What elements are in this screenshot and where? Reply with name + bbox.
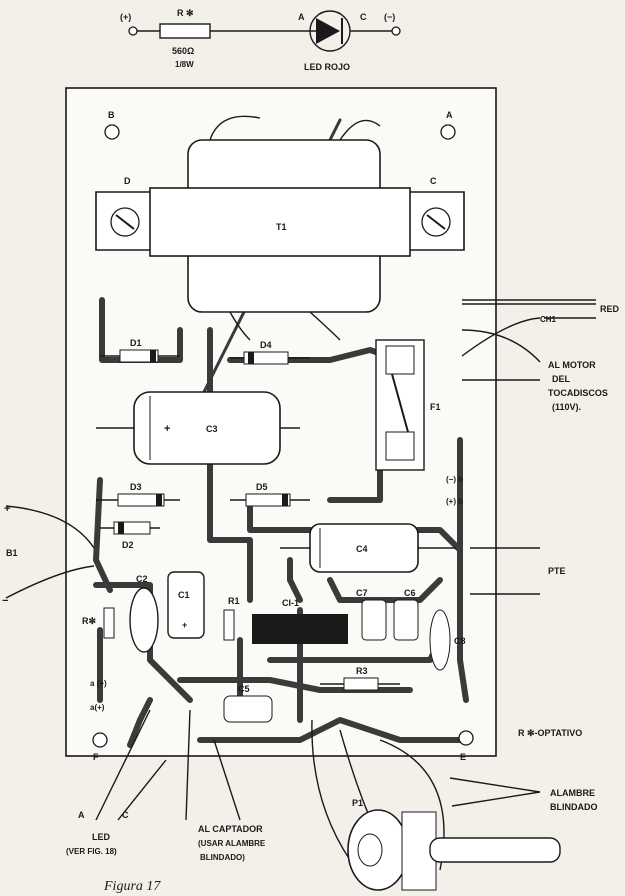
led-schematic: (+) R ✻ 560Ω 1/8W A C (−) LED ROJO (120, 8, 401, 72)
resistor-r-optional: R✻ (82, 607, 115, 639)
callout-led-a: A (78, 810, 85, 820)
potentiometer-p1: P1 (347, 798, 561, 891)
svg-text:P1: P1 (352, 798, 363, 808)
callout-b1-minus: − (2, 595, 8, 607)
diode-d1: D1 (100, 338, 180, 363)
svg-text:C4: C4 (356, 544, 368, 554)
capacitor-c1: C1 + (167, 571, 205, 639)
capacitor-c5: C5 (223, 684, 273, 723)
callout-r-optativo: R ✻-OPTATIVO (518, 728, 582, 738)
small-components: C2 C1 + R1 R✻ CI-1 C7 C6 C8 (82, 571, 466, 723)
mounting-holes: B A F E (92, 110, 474, 762)
callout-alambre-1: ALAMBRE (550, 788, 595, 798)
svg-text:C3: C3 (206, 424, 218, 434)
ic-ci1: CI-1 (252, 598, 348, 644)
svg-text:C8: C8 (454, 636, 466, 646)
svg-text:+: + (182, 620, 187, 630)
svg-text:CI-1: CI-1 (282, 598, 299, 608)
svg-text:D4: D4 (260, 340, 272, 350)
resistor-r3: R3 (320, 666, 400, 691)
callout-captador-3: BLINDADO) (200, 853, 245, 862)
svg-text:C1: C1 (178, 590, 190, 600)
hole-b-label: B (108, 110, 115, 120)
callout-red: RED (600, 304, 620, 314)
diode-d2: D2 (100, 521, 160, 550)
hole-e-label: E (460, 752, 466, 762)
screw-c-label: C (430, 176, 437, 186)
callout-motor-1: AL MOTOR (548, 360, 596, 370)
schematic-led-label: LED ROJO (304, 62, 350, 72)
schematic-cathode: C (360, 12, 367, 22)
svg-text:C7: C7 (356, 588, 368, 598)
svg-text:C5: C5 (238, 684, 250, 694)
hole-a-label: A (446, 110, 453, 120)
svg-text:D5: D5 (256, 482, 268, 492)
capacitor-c4: C4 (280, 523, 456, 573)
capacitor-c2: C2 (129, 574, 159, 653)
pad-plus-a2-label: a(+) (90, 703, 105, 712)
svg-text:D1: D1 (130, 338, 142, 348)
hole-b (104, 124, 120, 140)
callout-b1: B1 (6, 548, 18, 558)
diode-d5: D5 (230, 482, 310, 507)
capacitor-c8: C8 (429, 609, 466, 671)
schematic-plus: (+) (120, 12, 131, 22)
capacitor-c3: + C3 (96, 391, 300, 465)
callout-alambre-2: BLINDADO (550, 802, 598, 812)
callout-b1-plus: + (4, 503, 10, 515)
schematic-resistor-power: 1/8W (175, 60, 194, 69)
diode-d4: D4 (230, 340, 310, 365)
diode-d3: D3 (96, 482, 180, 507)
svg-text:+: + (164, 423, 170, 435)
screw-d-label: D (124, 176, 131, 186)
hole-a (440, 124, 456, 140)
transformer-t1: D C T1 (95, 115, 465, 341)
capacitor-c6: C6 (393, 588, 419, 641)
callout-motor-3: TOCADISCOS (548, 388, 608, 398)
transformer-label: T1 (276, 222, 287, 232)
callout-motor-4: (110V). (552, 402, 581, 412)
fuse-f1: F1 (375, 339, 441, 471)
resistor-r1: R1 (223, 596, 240, 641)
svg-text:R3: R3 (356, 666, 368, 676)
schematic-anode: A (298, 12, 305, 22)
hole-f-label: F (93, 752, 99, 762)
callout-ch1: CH1 (540, 315, 557, 324)
pad-plus-a-label: a (+) (90, 679, 107, 688)
svg-text:C6: C6 (404, 588, 416, 598)
diode-symbol (316, 18, 340, 44)
callout-led-c: C (122, 810, 129, 820)
schematic-resistor-ref: R ✻ (177, 8, 194, 18)
hole-e (458, 730, 474, 746)
pad-plus-b-label: (+) b (446, 497, 463, 506)
callout-captador-2: (USAR ALAMBRE (198, 839, 266, 848)
capacitor-c7: C7 (356, 588, 387, 641)
figure-caption: Figura 17 (103, 879, 161, 894)
callout-motor-2: DEL (552, 374, 571, 384)
svg-text:R1: R1 (228, 596, 240, 606)
schematic-resistor-value: 560Ω (172, 46, 194, 56)
svg-text:D2: D2 (122, 540, 134, 550)
diodes: D1 D4 D3 D5 D2 (96, 338, 310, 550)
hole-f (92, 732, 108, 748)
callout-captador-1: AL CAPTADOR (198, 824, 263, 834)
svg-text:D3: D3 (130, 482, 142, 492)
callout-led: LED (92, 832, 111, 842)
callout-led-ref: (VER FIG. 18) (66, 847, 117, 856)
svg-text:F1: F1 (430, 402, 441, 412)
callout-pte: PTE (548, 566, 566, 576)
resistor-symbol (159, 23, 211, 39)
svg-text:R✻: R✻ (82, 616, 96, 626)
pad-minus-b-label: (−) b (446, 475, 463, 484)
schematic-minus: (−) (384, 12, 395, 22)
svg-text:C2: C2 (136, 574, 148, 584)
